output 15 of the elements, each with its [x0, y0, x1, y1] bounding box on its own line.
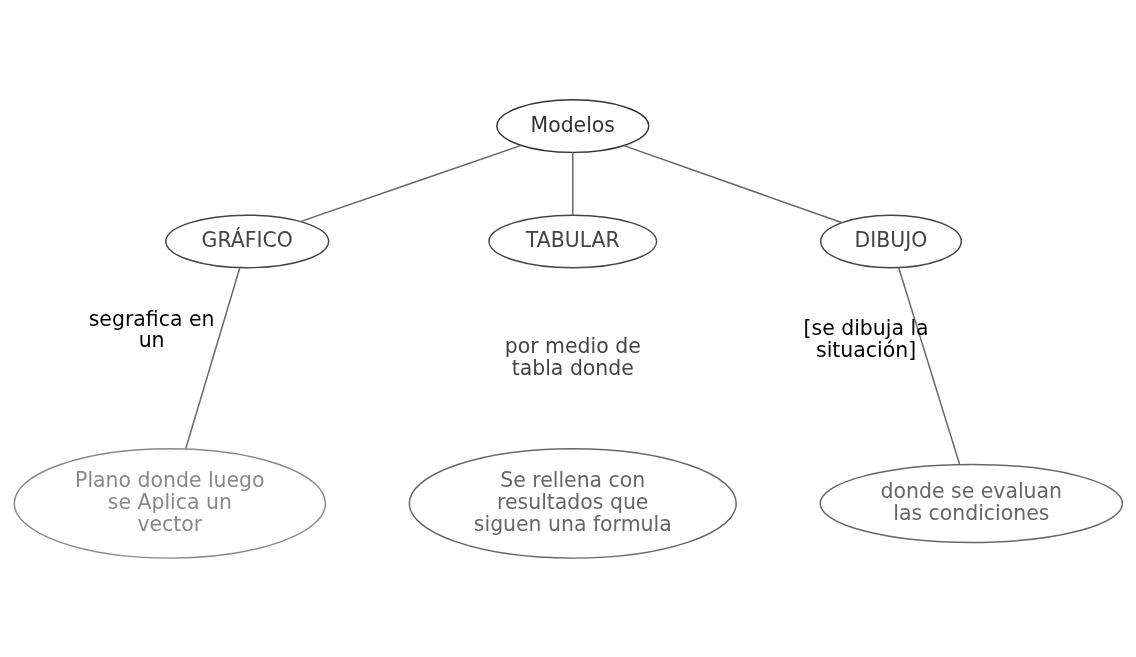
- node-ellipse: DIBUJO: [819, 213, 963, 268]
- node-label: por medio de tabla donde: [504, 333, 641, 380]
- node-ellipse: GRÁFICO: [165, 213, 330, 268]
- node-ellipse: Plano donde luego se Aplica un vector: [13, 447, 327, 559]
- node-ellipse: donde se evaluan las condiciones: [819, 463, 1124, 543]
- edge-label: [se dibuja la situación]: [803, 315, 929, 362]
- connector: [185, 266, 241, 449]
- connector: [300, 144, 522, 222]
- node-ellipse: Se rellena con resultados que siguen una formula: [408, 447, 737, 559]
- connector: [572, 151, 574, 216]
- node-ellipse: Modelos: [496, 98, 650, 153]
- connector: [898, 266, 961, 465]
- connector: [623, 144, 843, 223]
- node-ellipse: TABULAR: [488, 213, 658, 268]
- edge-label: segrafica en un: [88, 305, 215, 352]
